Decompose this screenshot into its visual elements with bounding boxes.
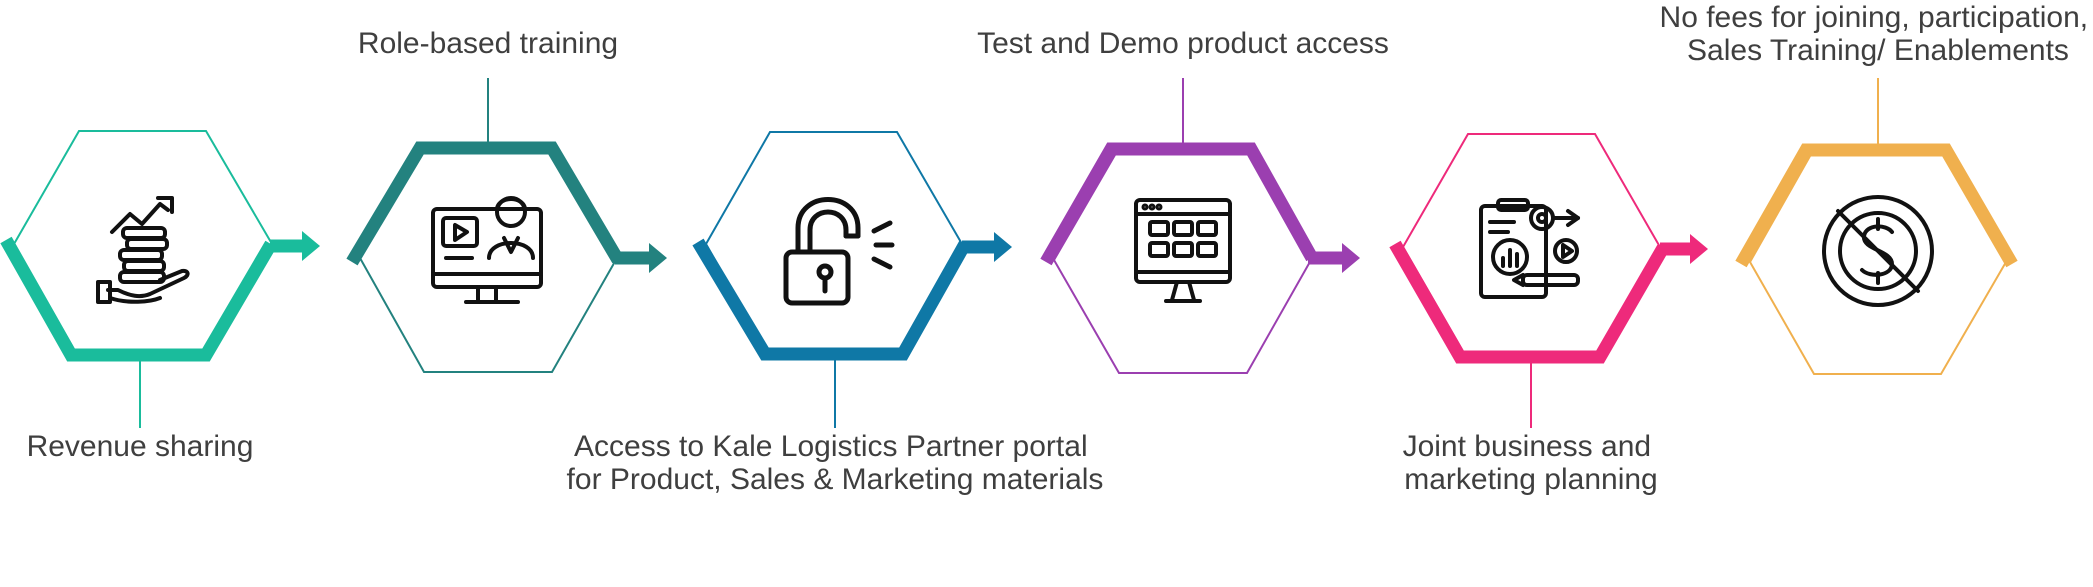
no-fees-icon [1822,195,1934,307]
unlocked-padlock-icon [783,197,895,306]
arrow-head-role-based-training [649,243,667,273]
hexagon-bold-arc-partner-portal-access [692,238,971,361]
label-line: Role-based training [358,27,618,60]
label-line: Test and Demo product access [977,27,1389,60]
dashboard-monitor-icon [1134,198,1232,303]
step-role-based-training [346,78,667,373]
arrow-head-joint-planning [1690,234,1708,264]
label-revenue-sharing: Revenue sharing [27,430,254,463]
step-no-fees [1735,78,2018,375]
hexagon-bold-arc-joint-planning [1389,240,1669,364]
label-line: marketing planning [1404,463,1658,496]
hexagon-bold-arc-revenue-sharing [0,236,277,362]
step-test-demo-access [1040,78,1360,374]
step-revenue-sharing [0,130,320,428]
step-partner-portal-access [692,131,1012,428]
label-partner-portal-access: Access to Kale Logistics Partner portal … [567,430,1104,496]
label-joint-planning: Joint business and marketing planning [1403,430,1660,496]
arrow-head-test-demo-access [1342,243,1360,273]
label-role-based-training: Role-based training [358,27,618,60]
label-line: Sales Training/ Enablements [1687,34,2069,67]
label-line: No fees for joining, participation, [1660,1,2089,34]
hexagon-bold-arc-role-based-training [346,141,624,266]
online-training-icon [431,196,543,304]
hexagon-bold-arc-test-demo-access [1040,142,1318,266]
hexagon-bold-arc-no-fees [1735,143,2018,268]
label-no-fees: No fees for joining, participation, Sale… [1660,1,2093,67]
arrow-head-revenue-sharing [302,231,320,261]
arrow-head-partner-portal-access [994,232,1012,262]
step-joint-planning [1389,133,1708,428]
label-test-demo-access: Test and Demo product access [977,27,1389,60]
revenue-growth-icon [96,196,190,304]
label-line: for Product, Sales & Marketing materials [567,463,1104,496]
label-line: Joint business and [1403,430,1652,463]
label-line: Access to Kale Logistics Partner portal [574,430,1088,463]
label-line: Revenue sharing [27,430,254,463]
business-planning-icon [1479,198,1580,299]
